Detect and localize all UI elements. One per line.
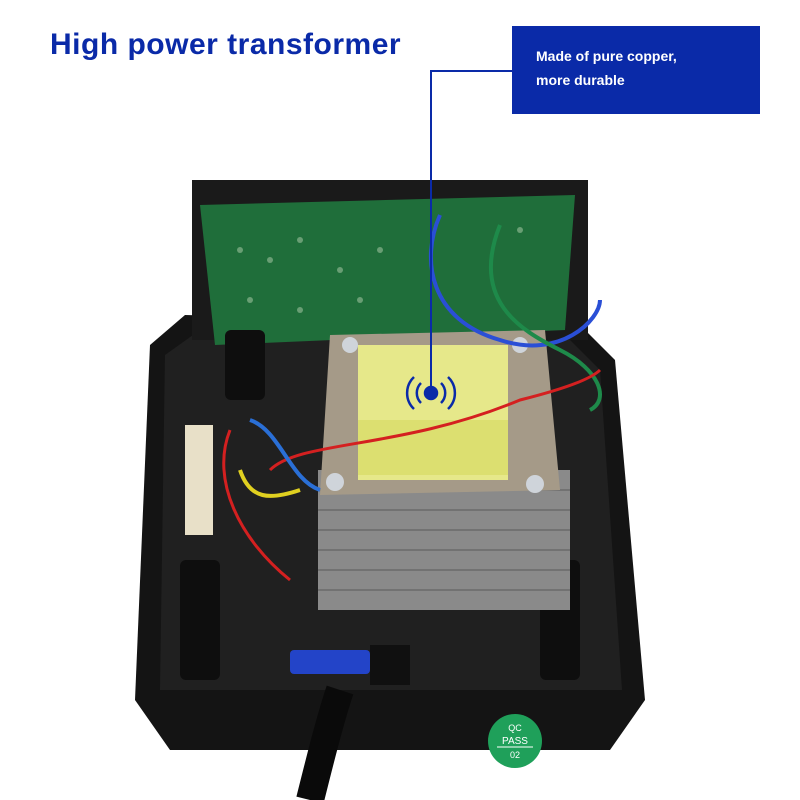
callout-leader-line: [430, 70, 432, 393]
callout-line-1: Made of pure copper,: [536, 48, 677, 64]
feature-callout-box: Made of pure copper, more durable: [512, 26, 760, 114]
svg-text:PASS: PASS: [502, 736, 528, 747]
mounting-post: [180, 560, 220, 680]
signal-target-icon: [405, 376, 457, 410]
mounting-post: [225, 330, 265, 400]
cable-clamp: [290, 650, 370, 674]
page-title: High power transformer: [50, 28, 402, 61]
qc-pass-sticker: QC PASS 02: [488, 714, 542, 768]
svg-text:QC: QC: [508, 723, 522, 733]
circuit-board: [200, 195, 575, 345]
callout-line-2: more durable: [536, 72, 625, 88]
svg-text:02: 02: [510, 750, 520, 760]
callout-leader-line: [430, 70, 512, 72]
